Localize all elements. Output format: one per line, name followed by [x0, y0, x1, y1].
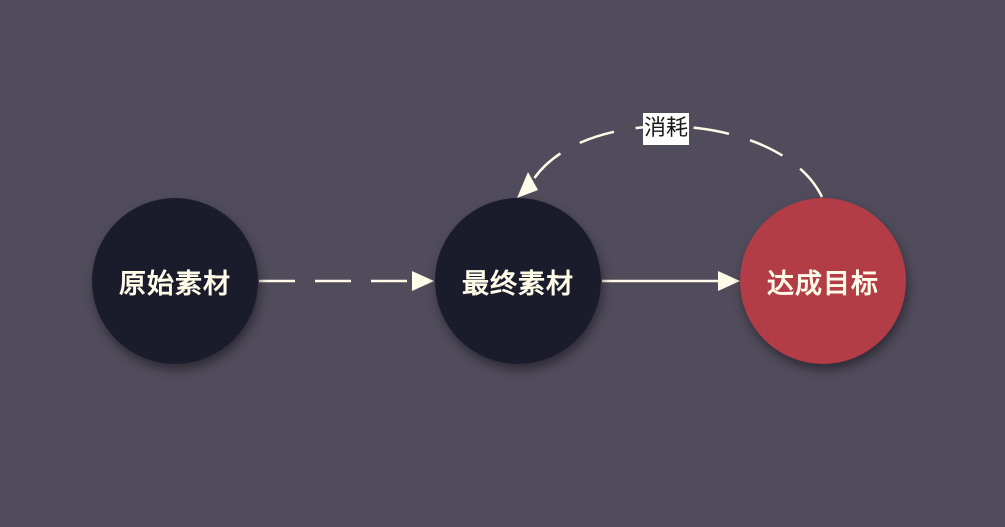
node-raw-material: 原始素材	[92, 198, 258, 364]
node-goal-label: 达成目标	[767, 268, 879, 300]
arrowhead-goal-to-final	[517, 172, 538, 198]
node-goal: 达成目标	[740, 198, 906, 364]
edge-goal-to-final	[528, 125, 824, 198]
arrowhead-raw-to-final	[412, 271, 434, 291]
edge-label-consume: 消耗	[643, 113, 690, 145]
node-raw-material-label: 原始素材	[119, 268, 231, 300]
arrowhead-final-to-goal	[718, 271, 740, 291]
node-final-material-label: 最终素材	[462, 268, 574, 300]
node-final-material: 最终素材	[435, 198, 601, 364]
